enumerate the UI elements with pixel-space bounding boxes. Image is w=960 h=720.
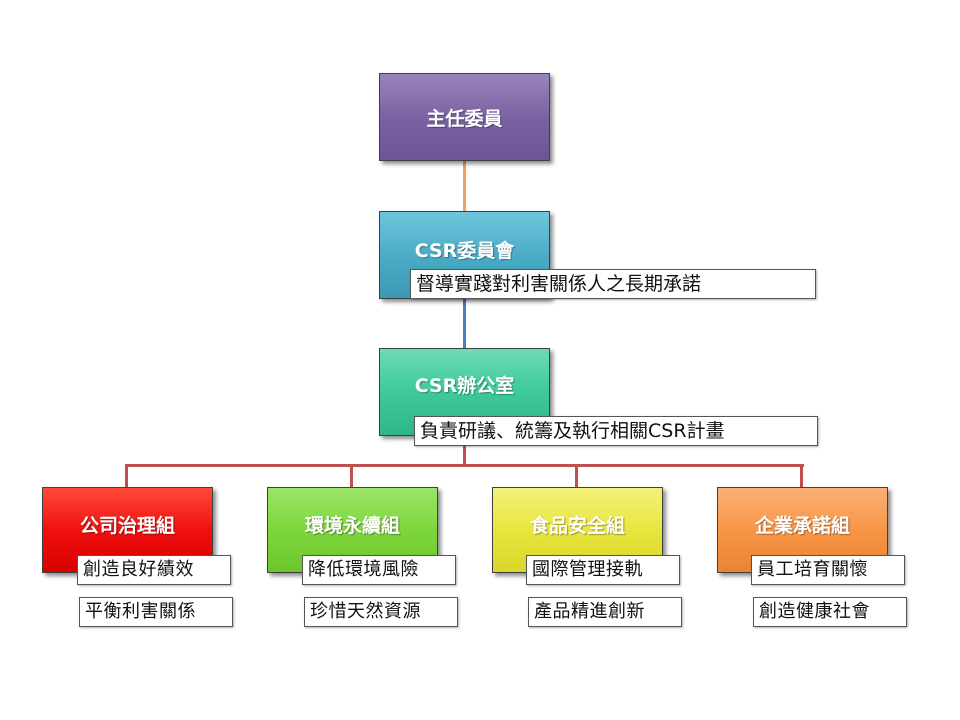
node-chairman: 主任委員	[379, 73, 550, 161]
connector-committee-office	[463, 298, 466, 350]
connector-group-2	[350, 464, 353, 488]
food-safety-item-1: 國際管理接軌	[526, 555, 680, 585]
committee-note: 督導實踐對利害關係人之長期承諾	[410, 269, 816, 299]
food-safety-item-2: 產品精進創新	[528, 597, 682, 627]
connector-group-bus	[126, 464, 804, 467]
node-chairman-label: 主任委員	[426, 107, 503, 130]
node-food-safety-group-label: 食品安全組	[529, 515, 625, 537]
environment-item-1: 降低環境風險	[302, 555, 456, 585]
connector-top-committee	[463, 160, 466, 212]
node-governance-group-label: 公司治理組	[79, 515, 175, 537]
connector-group-1	[125, 464, 128, 488]
connector-group-3	[575, 464, 578, 488]
commitment-item-2: 創造健康社會	[753, 597, 907, 627]
governance-item-1: 創造良好績效	[77, 555, 231, 585]
office-note: 負責研議、統籌及執行相關CSR計畫	[414, 416, 818, 446]
commitment-item-1: 員工培育關懷	[751, 555, 905, 585]
node-csr-office-label: CSR辦公室	[414, 375, 515, 397]
node-environment-group-label: 環境永續組	[304, 515, 400, 537]
connector-office-bus	[463, 436, 466, 466]
connector-group-4	[800, 464, 803, 488]
node-governance-group: 公司治理組	[42, 487, 213, 573]
governance-item-2: 平衡利害關係	[79, 597, 233, 627]
node-commitment-group-label: 企業承諾組	[754, 515, 850, 537]
node-csr-committee-label: CSR委員會	[414, 240, 515, 262]
environment-item-2: 珍惜天然資源	[304, 597, 458, 627]
